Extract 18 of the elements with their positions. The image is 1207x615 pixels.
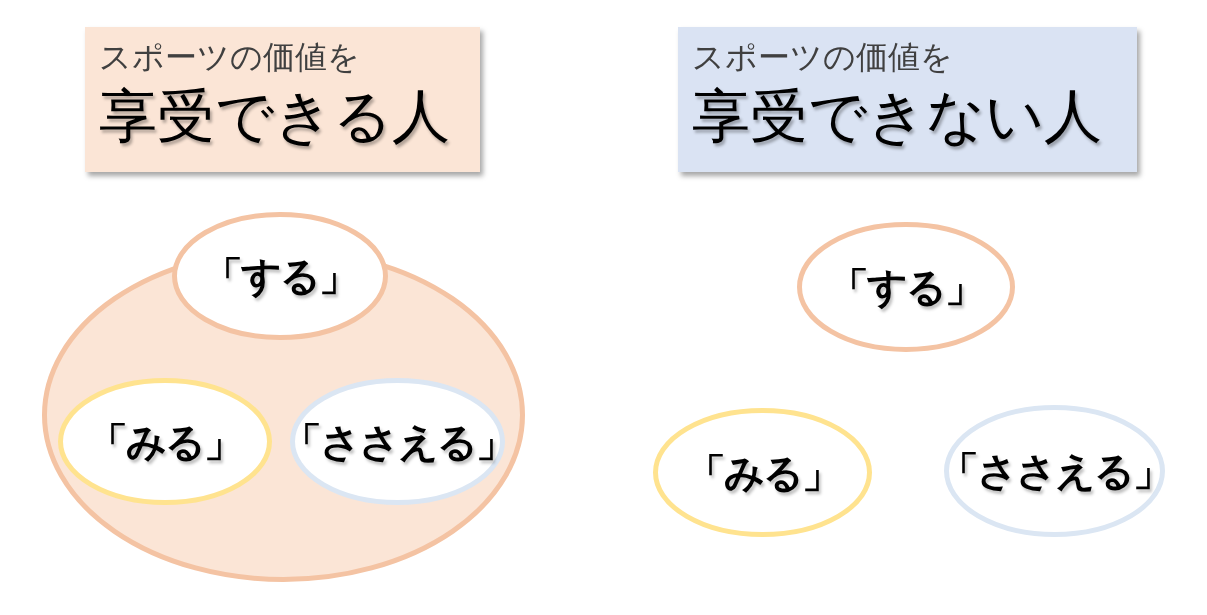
label-ellipse: [172, 212, 388, 340]
ellipse-label: 「する」: [203, 251, 357, 301]
subtitle: スポーツの価値を: [692, 37, 954, 77]
label-ellipse: [653, 408, 872, 537]
title-box: [85, 27, 480, 172]
ellipse-label: 「みる」: [685, 448, 840, 497]
label-ellipse: [290, 378, 505, 505]
label-ellipse: [58, 378, 272, 505]
title: 享受できる人: [99, 81, 451, 152]
ellipse-label: 「する」: [829, 262, 983, 312]
label-ellipse: [797, 222, 1015, 352]
title: 享受できない人: [692, 81, 1103, 152]
subtitle: スポーツの価値を: [99, 37, 361, 77]
title-box: [678, 27, 1137, 172]
ellipse-label: 「みる」: [88, 417, 242, 466]
label-ellipse: [944, 405, 1165, 537]
ellipse-label: 「ささえる」: [938, 446, 1171, 496]
ellipse-label: 「ささえる」: [281, 417, 514, 466]
